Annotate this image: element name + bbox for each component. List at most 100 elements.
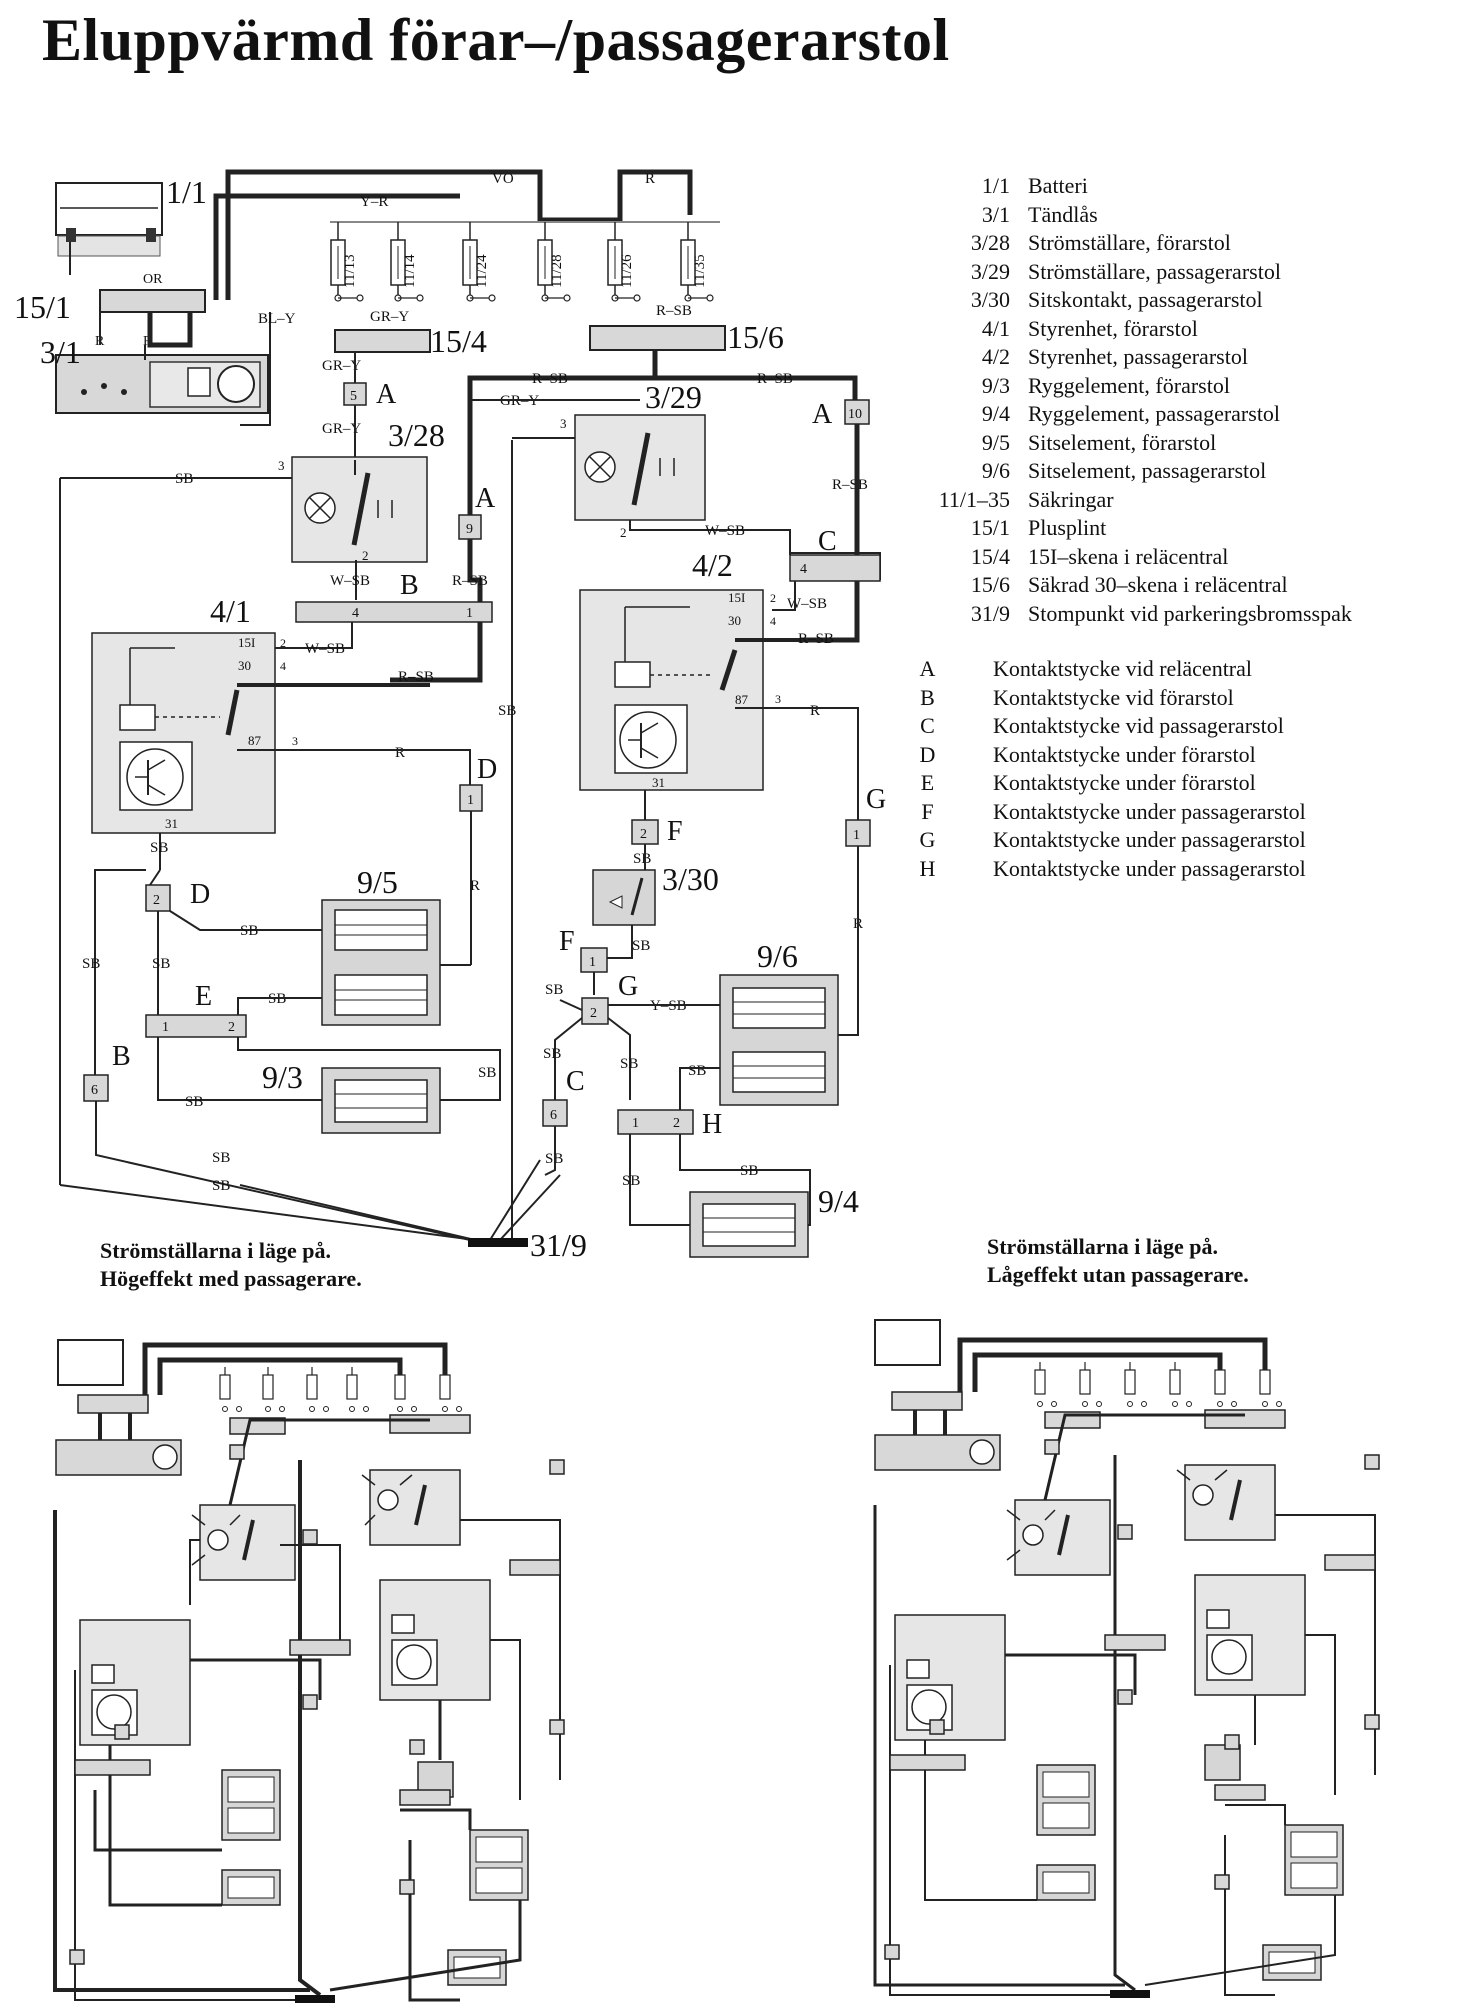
legend-component-code: 3/28 — [970, 230, 1010, 255]
ctrl-pass-31: 31 — [652, 775, 665, 790]
ignition-label: 3/1 — [40, 334, 81, 370]
connector-d-pin2 — [145, 884, 171, 912]
connector-c-bar — [789, 554, 881, 582]
wire-sb-label-7: SB — [185, 1094, 203, 1110]
wire-sb-label-13: SB — [632, 938, 650, 954]
legend-component-text: Strömställare, passagerarstol — [1028, 258, 1281, 284]
ctrl-pass-87: 87 — [735, 692, 749, 707]
fuse: 11/24 — [462, 222, 496, 302]
mini-fuse — [439, 1367, 462, 1412]
fuse-label: 11/28 — [549, 254, 565, 288]
wire-sb-label-11: SB — [498, 703, 516, 719]
rail-15-4-label: 15/4 — [430, 323, 487, 359]
legend-connector-code: B — [920, 684, 935, 710]
connector-b-pin6 — [83, 1074, 109, 1102]
connector-a-pin9 — [458, 514, 482, 540]
legend-component-code: 15/4 — [970, 543, 1010, 569]
plusplint — [99, 289, 206, 313]
switch-driver-label: 3/28 — [388, 417, 445, 453]
legend-connector-code: C — [920, 713, 935, 738]
wire-sb-label-2: SB — [150, 840, 168, 856]
legend-connector-text: Kontaktstycke vid förarstol — [993, 684, 1234, 710]
wire-wsb-label-4: W–SB — [787, 596, 827, 612]
connector-e-bar — [145, 1014, 247, 1038]
rail-15-4 — [334, 329, 431, 353]
legend-component-code: 1/1 — [981, 173, 1010, 198]
ctrl-pass-label: 4/2 — [692, 547, 733, 583]
legend-component-code: 9/5 — [981, 429, 1010, 455]
wire-or-label: OR — [143, 272, 163, 287]
ground-label: 31/9 — [530, 1227, 587, 1263]
pin-label: 2 — [673, 1116, 680, 1131]
wire-rsb-label-e: R–SB — [398, 669, 434, 685]
caption-left: Strömställarna i läge på. Högeffekt med … — [100, 1237, 362, 1293]
legend-connector-code: G — [919, 827, 936, 852]
connector-b-bar — [295, 601, 493, 623]
fuse-label: 11/14 — [402, 254, 418, 288]
mini-fuse — [346, 1367, 369, 1412]
connector-d-label-1: D — [477, 754, 497, 785]
pin-label: 2 — [590, 1006, 597, 1021]
caption-right-line2: Lågeffekt utan passagerare. — [987, 1262, 1249, 1287]
wire-rsb-label-156: R–SB — [656, 303, 692, 319]
wire-sb-label-19: SB — [740, 1163, 758, 1179]
connector-c-label-2: C — [566, 1066, 585, 1097]
switch-driver-pin3: 3 — [278, 458, 285, 473]
pin-label: 2 — [280, 636, 286, 650]
ctrl-pass-15i: 15I — [728, 590, 745, 605]
wire-sb-label-16: SB — [620, 1056, 638, 1072]
back-el-pass-label: 9/4 — [818, 1183, 859, 1219]
legend-component-text: Strömställare, förarstol — [1028, 230, 1231, 255]
ctrl-driver-30: 30 — [238, 658, 251, 673]
fuse-label: 11/13 — [342, 254, 358, 288]
connector-d-label-2: D — [190, 879, 210, 910]
wire-wsb-label-2: W–SB — [305, 641, 345, 657]
back-element-driver — [321, 1067, 441, 1134]
wire-sb-label-17: SB — [688, 1063, 706, 1079]
legend-connector-text: Kontaktstycke vid reläcentral — [993, 656, 1253, 681]
back-element-pass — [689, 1191, 809, 1258]
wire-gry-label-1: GR–Y — [370, 309, 409, 325]
wire-sb-label-3: SB — [240, 923, 258, 939]
pin-label: 6 — [91, 1083, 98, 1098]
seat-el-pass-label: 9/6 — [757, 938, 798, 974]
switch-pass-pin2: 2 — [620, 525, 627, 540]
connector-a-label-3: A — [812, 399, 833, 430]
legend-connector-text: Kontaktstycke under passagerarstol — [993, 798, 1306, 824]
wire-sb-label-8: SB — [478, 1065, 496, 1081]
connector-g-pin2 — [581, 997, 609, 1025]
legend-connector-code: D — [919, 741, 936, 767]
wire-gry-label-2: GR–Y — [322, 358, 361, 374]
caption-left-line1: Strömställarna i läge på. — [100, 1238, 331, 1263]
legend-connector-text: Kontaktstycke under förarstol — [993, 741, 1256, 767]
fuse-label: 11/26 — [619, 254, 635, 288]
mini-fuse — [1214, 1362, 1237, 1407]
legend-component-row: 3/29 Strömställare, passagerarstol — [880, 258, 1352, 287]
wire-sb-label-10: SB — [212, 1178, 230, 1194]
ctrl-driver-label: 4/1 — [210, 593, 251, 629]
legend-connector-code: E — [920, 770, 935, 795]
legend-component-text: Säkrad 30–skena i reläcentral — [1028, 572, 1288, 597]
legend-component-code: 3/29 — [970, 258, 1010, 284]
legend-component-text: Ryggelement, förarstol — [1028, 372, 1230, 398]
wire-sb-label-12: SB — [633, 851, 651, 867]
wire-rsb-label-d: R–SB — [452, 573, 488, 589]
wire-gry-label-3: GR–Y — [322, 421, 361, 437]
legend-component-text: Plusplint — [1028, 515, 1107, 540]
legend-component-row: 3/28 Strömställare, förarstol — [880, 229, 1352, 258]
control-unit-pass — [579, 589, 800, 791]
caption-right-line1: Strömställarna i läge på. — [987, 1234, 1218, 1259]
connector-f-label-1: F — [667, 816, 683, 847]
supply-wires — [147, 169, 693, 348]
wire-rsb-label-b: R–SB — [757, 371, 793, 387]
control-unit-driver — [91, 632, 430, 834]
